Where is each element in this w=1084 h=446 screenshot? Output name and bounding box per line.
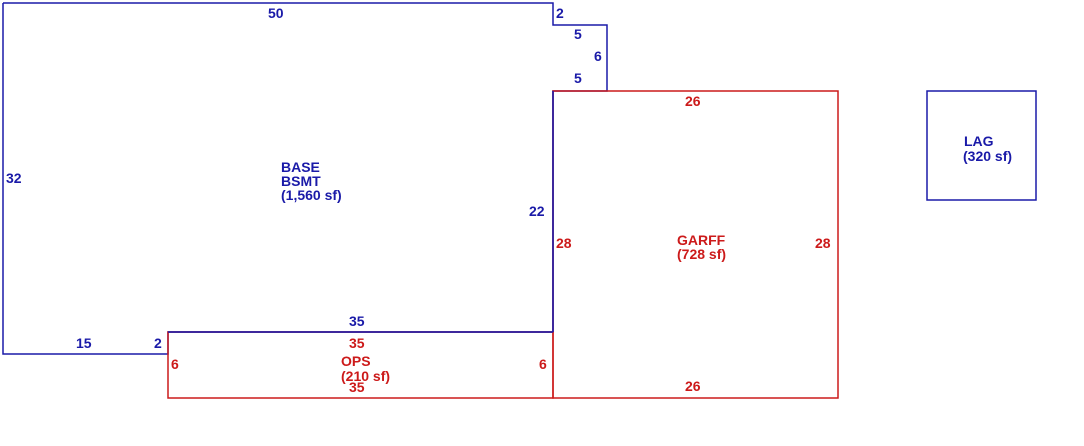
- lag-code-label: LAG: [964, 133, 994, 149]
- ops-dim-top: 35: [349, 335, 365, 351]
- base-dim-bottom-left: 15: [76, 335, 92, 351]
- ops-dim-bottom: 35: [349, 379, 365, 395]
- base-dim-step-5b: 5: [574, 70, 582, 86]
- garff-dim-top: 26: [685, 93, 701, 109]
- ops-dim-left: 6: [171, 356, 179, 372]
- garff-code-label: GARFF: [677, 232, 726, 248]
- lag-area-label: (320 sf): [963, 148, 1012, 164]
- base-dim-bottom-inner: 35: [349, 313, 365, 329]
- garff-dim-left: 28: [556, 235, 572, 251]
- garff-dim-bottom: 26: [685, 378, 701, 394]
- base-subcode-label: BSMT: [281, 173, 321, 189]
- ops-dim-right: 6: [539, 356, 547, 372]
- base-dim-right: 22: [529, 203, 545, 219]
- base-dim-step-6: 6: [594, 48, 602, 64]
- ops-area-label: (210 sf): [341, 368, 390, 384]
- base-area-label: (1,560 sf): [281, 187, 342, 203]
- base-dim-jog: 2: [154, 335, 162, 351]
- garff-dim-right: 28: [815, 235, 831, 251]
- base-dim-step-5a: 5: [574, 26, 582, 42]
- ops-code-label: OPS: [341, 353, 371, 369]
- base-dim-step-top: 2: [556, 5, 564, 21]
- base-code-label: BASE: [281, 159, 320, 175]
- lag-outline: [926, 90, 1037, 201]
- base-dim-top: 50: [268, 5, 284, 21]
- base-dim-left: 32: [6, 170, 22, 186]
- garff-area-label: (728 sf): [677, 246, 726, 262]
